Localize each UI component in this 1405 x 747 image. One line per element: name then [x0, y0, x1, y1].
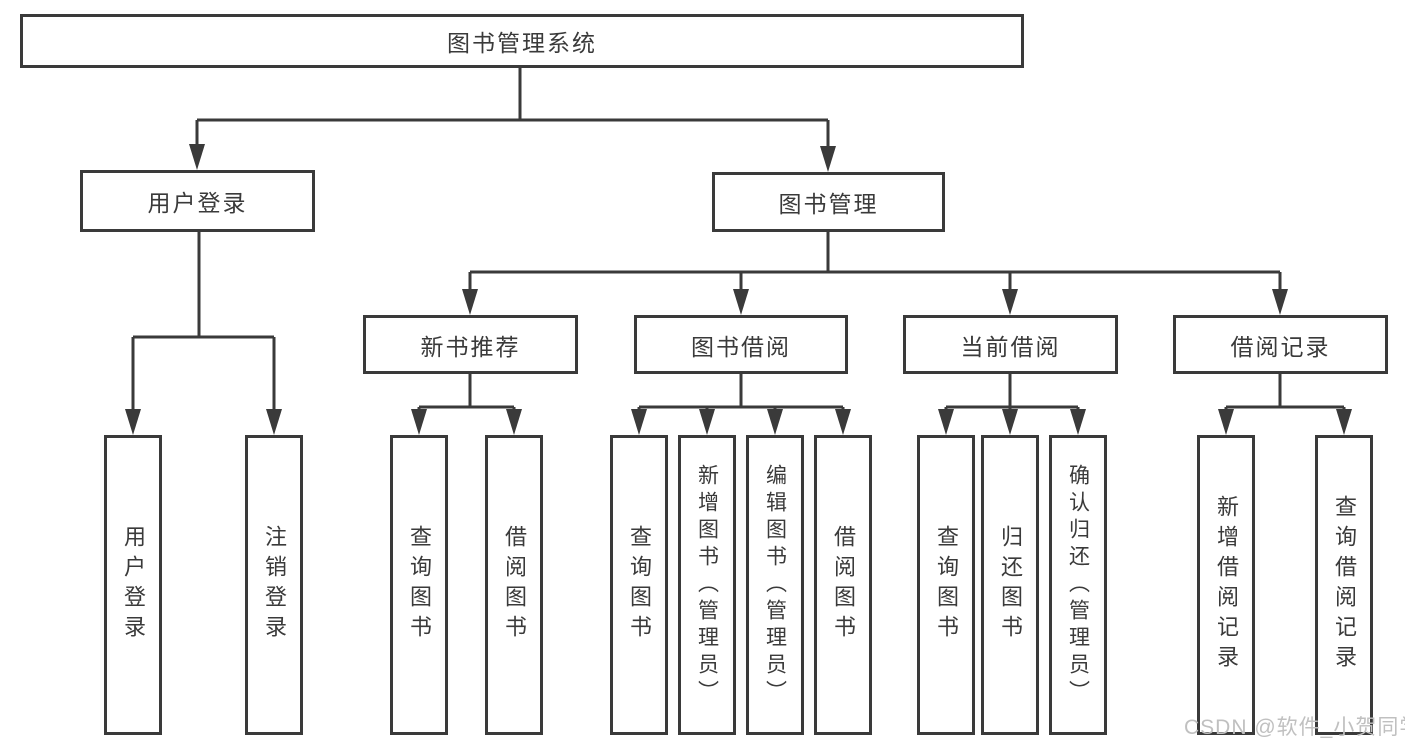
connector-book-management-to-level3: [468, 232, 1282, 295]
node-user-login: 用户登录: [80, 170, 315, 232]
leaf-user-login-label: 用户登录: [121, 525, 146, 645]
leaf-query-borrow-record: 查询借阅记录: [1315, 435, 1373, 735]
connector-root-to-level2: [195, 68, 830, 150]
arrowheads: [125, 144, 1352, 435]
leaf-query-books-recommend: 查询图书: [390, 435, 448, 735]
leaf-borrow-books-borrowing-label: 借阅图书: [831, 525, 856, 645]
leaf-logout-label: 注销登录: [262, 525, 287, 645]
node-root-label: 图书管理系统: [447, 30, 597, 56]
node-new-book-recommendation: 新书推荐: [363, 315, 578, 374]
leaf-query-borrow-record-label: 查询借阅记录: [1332, 495, 1357, 675]
leaf-add-borrow-record-label: 新增借阅记录: [1214, 495, 1239, 675]
node-book-borrowing-label: 图书借阅: [691, 333, 791, 360]
node-borrowing-records-label: 借阅记录: [1230, 333, 1331, 360]
leaf-query-books-borrowing: 查询图书: [610, 435, 668, 735]
leaf-borrow-books-borrowing: 借阅图书: [814, 435, 872, 735]
watermark: CSDN @软件_小贺同学: [1184, 716, 1405, 739]
connector-records-to-leaves: [1224, 374, 1346, 415]
node-current-borrowing-label: 当前借阅: [960, 333, 1061, 360]
leaf-query-books-borrowing-label: 查询图书: [627, 525, 652, 645]
leaf-return-books-label: 归还图书: [998, 525, 1023, 645]
node-book-borrowing: 图书借阅: [634, 315, 848, 374]
leaf-add-borrow-record: 新增借阅记录: [1197, 435, 1255, 735]
connector-current-to-leaves: [944, 374, 1080, 415]
node-root: 图书管理系统: [20, 14, 1024, 68]
node-book-management: 图书管理: [712, 172, 945, 232]
leaf-add-book-admin: 新增图书（管理员）: [678, 435, 736, 735]
connector-user-login-to-leaves: [131, 232, 276, 413]
leaf-logout: 注销登录: [245, 435, 303, 735]
leaf-confirm-return-admin-label: 确认归还（管理员）: [1066, 463, 1090, 707]
leaf-confirm-return-admin: 确认归还（管理员）: [1049, 435, 1107, 735]
leaf-borrow-books-recommend-label: 借阅图书: [502, 525, 527, 645]
node-current-borrowing: 当前借阅: [903, 315, 1118, 374]
connector-new-book-to-leaves: [417, 374, 516, 415]
leaf-add-book-admin-label: 新增图书（管理员）: [695, 463, 719, 707]
leaf-user-login: 用户登录: [104, 435, 162, 735]
leaf-query-books-current: 查询图书: [917, 435, 975, 735]
leaf-query-books-recommend-label: 查询图书: [407, 525, 432, 645]
leaf-borrow-books-recommend: 借阅图书: [485, 435, 543, 735]
leaf-return-books: 归还图书: [981, 435, 1039, 735]
node-new-book-recommendation-label: 新书推荐: [420, 333, 521, 360]
node-borrowing-records: 借阅记录: [1173, 315, 1388, 374]
leaf-edit-book-admin: 编辑图书（管理员）: [746, 435, 804, 735]
leaf-query-books-current-label: 查询图书: [934, 525, 959, 645]
leaf-edit-book-admin-label: 编辑图书（管理员）: [763, 463, 787, 707]
connector-borrowing-to-leaves: [637, 374, 845, 415]
node-book-management-label: 图书管理: [778, 191, 879, 217]
node-user-login-label: 用户登录: [147, 190, 248, 216]
